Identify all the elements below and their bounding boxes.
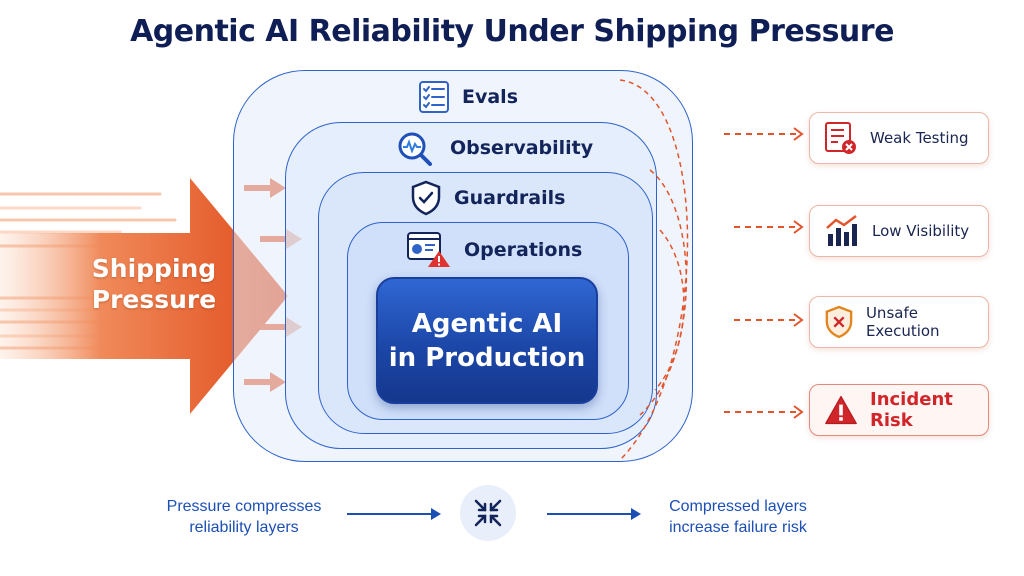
shield-x-icon <box>825 305 853 339</box>
risk-label-low-visibility: Low Visibility <box>872 222 970 240</box>
compress-arrows-icon <box>474 499 502 527</box>
risk-label-incident-risk: Incident Risk <box>870 389 953 431</box>
pressure-label-line1: Shipping <box>91 254 217 283</box>
core-agentic-ai-box: Agentic AI in Production <box>376 277 598 404</box>
diagram-title: Agentic AI Reliability Under Shipping Pr… <box>130 14 894 49</box>
shield-check-icon <box>411 180 441 216</box>
risk-card-incident-risk: Incident Risk <box>809 384 989 436</box>
layer-name-observability: Observability <box>450 137 594 159</box>
footer-arrow-right <box>547 508 641 520</box>
layer-label-guardrails: Guardrails <box>410 180 565 216</box>
shipping-pressure-arrow <box>0 178 288 414</box>
layer-name-evals: Evals <box>462 86 519 108</box>
risk-card-low-visibility: Low Visibility <box>809 205 989 257</box>
footer-right-text: Compressed layers increase failure risk <box>652 496 824 538</box>
footer-left-line2: reliability layers <box>189 519 299 536</box>
layer-label-observability: Observability <box>396 130 593 166</box>
footer-right-line2: increase failure risk <box>669 519 807 536</box>
risk-card-unsafe-execution: Unsafe Execution <box>809 296 989 348</box>
footer-right-line1: Compressed layers <box>669 498 807 515</box>
footer-left-line1: Pressure compresses <box>166 498 322 515</box>
risk-card-weak-testing: Weak Testing <box>809 112 989 164</box>
checklist-icon <box>419 81 449 113</box>
footer-arrow-left <box>347 508 441 520</box>
layer-label-evals: Evals <box>418 80 518 114</box>
risk-label-unsafe-execution: Unsafe Execution <box>865 304 940 340</box>
footer-left-text: Pressure compresses reliability layers <box>150 496 338 538</box>
pressure-label-line2: Pressure <box>91 285 217 314</box>
risk-dashed-arrows <box>724 127 804 419</box>
bar-chart-trend-icon <box>826 215 857 246</box>
risk-connector-curves <box>619 79 689 461</box>
layer-name-operations: Operations <box>464 239 583 261</box>
warning-triangle-icon <box>825 395 857 425</box>
shipping-pressure-label: Shipping Pressure <box>60 253 248 315</box>
risk-label-weak-testing: Weak Testing <box>870 129 969 147</box>
checklist-error-icon <box>825 122 856 154</box>
core-line1: Agentic AI <box>411 308 563 339</box>
magnifier-pulse-icon <box>398 132 432 166</box>
dashboard-warning-icon <box>407 232 450 267</box>
compress-icon-circle <box>460 485 516 541</box>
layer-label-operations: Operations <box>406 231 582 269</box>
core-line2: in Production <box>388 342 586 373</box>
layer-name-guardrails: Guardrails <box>454 187 566 209</box>
